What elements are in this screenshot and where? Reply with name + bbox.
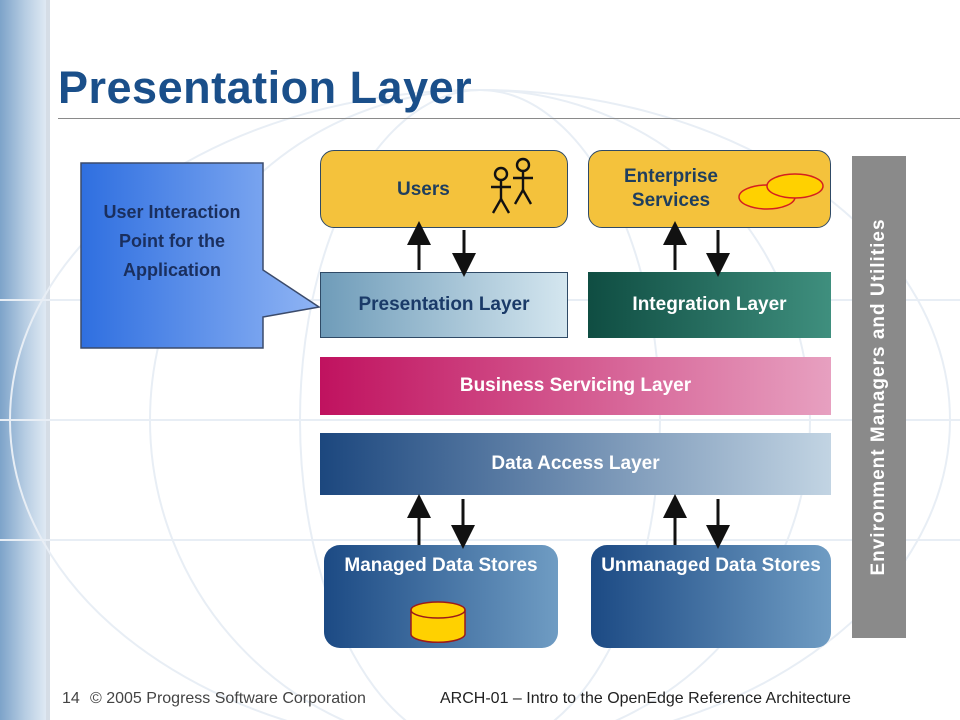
users-icon [491, 157, 533, 214]
services-icon [738, 173, 824, 210]
users-label: Users [397, 179, 450, 200]
slide-sidebar [0, 0, 46, 720]
unmanaged-data-stores-box: Unmanaged Data Stores [591, 545, 831, 648]
environment-bar: Environment Managers and Utilities [852, 156, 906, 638]
unmanaged-data-stores-label: Unmanaged Data Stores [601, 555, 821, 576]
callout-text: User Interaction Point for the Applicati… [103, 202, 241, 280]
presentation-layer-box: Presentation Layer [320, 272, 568, 338]
data-access-layer-label: Data Access Layer [491, 453, 660, 474]
business-servicing-layer-label: Business Servicing Layer [459, 375, 692, 396]
integration-layer-label: Integration Layer [632, 294, 787, 315]
managed-data-stores-box: Managed Data Stores [324, 545, 558, 648]
page-title: Presentation Layer [58, 62, 473, 113]
environment-label: Environment Managers and Utilities [868, 218, 889, 576]
title-divider [58, 118, 960, 119]
footer-copyright: © 2005 Progress Software Corporation [90, 690, 366, 707]
enterprise-services-label: Enterprise Services [624, 166, 718, 211]
users-box: Users [320, 150, 568, 228]
business-servicing-layer-box: Business Servicing Layer [320, 357, 831, 415]
sidebar-edge [46, 0, 50, 720]
callout-shape [80, 162, 320, 349]
integration-layer-box: Integration Layer [588, 272, 831, 338]
footer-course-title: ARCH-01 – Intro to the OpenEdge Referenc… [440, 690, 851, 707]
managed-data-stores-label: Managed Data Stores [344, 555, 538, 576]
presentation-layer-label: Presentation Layer [358, 294, 530, 315]
database-icon [410, 601, 466, 644]
data-access-layer-box: Data Access Layer [320, 433, 831, 495]
page-number: 14 [62, 690, 80, 707]
enterprise-services-box: Enterprise Services [588, 150, 831, 228]
